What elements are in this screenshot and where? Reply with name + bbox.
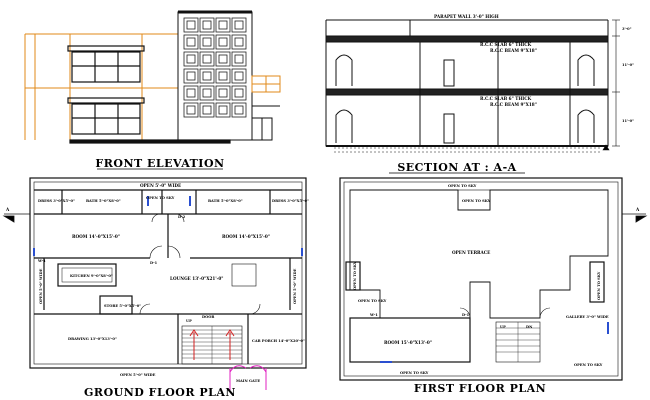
section-beam-lower: R.C.C BEAM 9"X18" [490, 102, 537, 107]
gf-room-right: ROOM 14'-0"X15'-0" [222, 234, 270, 239]
ff-open-bottom-right: OPEN TO SKY [574, 363, 603, 367]
gf-open-side-left: OPEN 5'-0" WIDE [39, 268, 43, 304]
section-dim-2: 11'-0" [622, 63, 634, 67]
gf-door: DOOR [202, 315, 214, 319]
gf-drawing: DRAWING 13'-0"X13'-0" [68, 337, 117, 341]
gf-kitchen: KITCHEN 9'-0"X8'-0" [70, 274, 113, 278]
gf-car-porch: CAR PORCH 14'-0"X20'-0" [252, 339, 305, 343]
section-slab-upper: R.C.C SLAB 6" THICK [480, 42, 532, 47]
ff-open-to-sky-mid: OPEN TO SKY [358, 299, 387, 303]
ff-open-top: OPEN TO SKY [448, 184, 477, 188]
section-a-a: 3'-0" 11'-0" 11'-0" PARAPET WALL 3'-0" H… [325, 14, 634, 174]
ff-open-terrace: OPEN TERRACE [452, 250, 490, 255]
gf-main-gate: MAIN GATE [236, 379, 260, 383]
first-floor-plan: A OPEN TO SKY OPEN TO SKY OPEN TERRACE O… [339, 177, 648, 395]
section-slab-lower: R.C.C SLAB 6" THICK [480, 96, 532, 101]
ff-open-right: OPEN TO SKY [597, 271, 601, 300]
section-dim-1: 3'-0" [622, 27, 632, 31]
ff-door-d1: D-1 [462, 313, 470, 317]
gf-door-d1: D-1 [150, 261, 158, 265]
gf-dress-left: DRESS 3'-0"X5'-0" [38, 199, 75, 203]
ff-open-left: OPEN TO SKY [353, 261, 357, 290]
gf-bath-left: BATH 5'-0"X8'-0" [86, 199, 121, 203]
gf-open-sky: OPEN TO SKY [146, 196, 175, 200]
gf-open-side-right: OPEN 5'-0" WIDE [293, 268, 297, 304]
gf-up: UP [186, 319, 192, 323]
section-dim-3: 11'-0" [622, 119, 634, 123]
ff-up: UP [500, 325, 506, 329]
gf-store: STORE 5'-0"X5'-0" [104, 304, 141, 308]
ff-dn: DN [526, 325, 533, 329]
gf-bath-right: BATH 5'-0"X8'-0" [208, 199, 243, 203]
ff-section-mark: A [635, 207, 640, 212]
ff-gallery: GALLERY 3'-0" WIDE [566, 315, 609, 319]
section-parapet-note: PARAPET WALL 3'-0" HIGH [434, 14, 499, 19]
ff-window-w1: W-1 [369, 313, 378, 317]
ff-room: ROOM 15'-0"X13'-0" [384, 340, 432, 345]
gf-room-left: ROOM 14'-0"X15'-0" [72, 234, 120, 239]
section-title: SECTION AT : A-A [397, 161, 516, 174]
gf-window-w1: W-1 [37, 259, 46, 263]
gf-section-mark: A [5, 207, 10, 212]
ground-floor-title: GROUND FLOOR PLAN [84, 386, 236, 399]
first-floor-title: FIRST FLOOR PLAN [414, 382, 546, 395]
front-elevation: FRONT ELEVATION [24, 10, 281, 170]
gf-lounge: LOUNGE 13'-0"X21'-0" [170, 276, 223, 281]
front-elevation-title: FRONT ELEVATION [95, 157, 224, 170]
gf-door-d2: D-2 [178, 215, 186, 219]
ff-open-bottom-left: OPEN TO SKY [400, 371, 429, 375]
gf-bottom-open: OPEN 5'-0" WIDE [120, 373, 156, 377]
ff-open-sky-small: OPEN TO SKY [462, 199, 491, 203]
gf-dress-right: DRESS 3'-0"X5'-0" [272, 199, 309, 203]
ground-floor-plan: A OPEN 5'-0" WIDE DRESS 3'-0"X5'-0" BATH… [2, 177, 309, 399]
gf-top-open: OPEN 5'-0" WIDE [140, 183, 181, 188]
section-beam-upper: R.C.C BEAM 9"X18" [490, 48, 537, 53]
